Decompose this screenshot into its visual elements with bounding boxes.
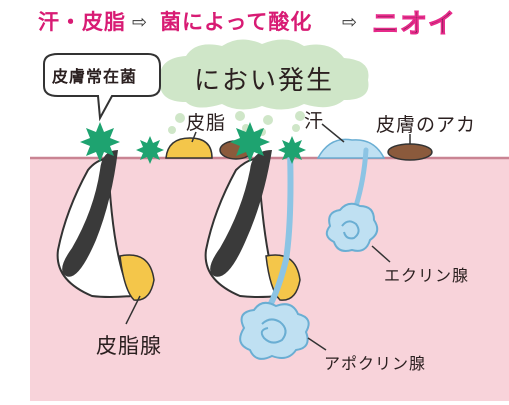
- sebaceous-leader: [125, 295, 141, 325]
- eccrine-duct: [353, 147, 369, 209]
- odor-cloud: [159, 39, 369, 110]
- label-sebaceous: 皮脂腺: [96, 334, 162, 358]
- title-part2: 菌によって酸化: [160, 10, 313, 34]
- apocrine-leader: [307, 337, 327, 351]
- title-arrow-2: ⇨: [342, 12, 358, 33]
- label-skin-dirt: 皮膚のアカ: [376, 114, 477, 136]
- apocrine-duct: [259, 147, 294, 321]
- hair-2: [210, 150, 272, 277]
- skin-dirt-right: [387, 143, 433, 161]
- eccrine-gland: [325, 202, 379, 252]
- hair-1: [62, 150, 118, 277]
- bacteria-callout: [43, 53, 161, 122]
- eccrine-coil: [341, 220, 360, 240]
- bacteria-group: [80, 122, 306, 164]
- bacterium-2: [136, 136, 164, 164]
- bacterium-3: [230, 122, 270, 162]
- bacterium-1: [80, 122, 120, 162]
- title-arrow-1: ⇨: [132, 12, 148, 33]
- label-eccrine: エクリン腺: [384, 266, 470, 285]
- sebum-leader: [191, 131, 197, 143]
- label-odor: におい発生: [194, 66, 335, 96]
- title-part1: 汗・皮脂: [38, 10, 126, 34]
- apocrine-gland: [239, 301, 310, 360]
- sebaceous-gland-1: [119, 254, 155, 301]
- label-sweat: 汗: [304, 110, 325, 132]
- sebum-drop: [165, 137, 213, 159]
- eccrine-leader: [371, 245, 391, 263]
- label-apocrine: アポクリン腺: [324, 354, 427, 373]
- sweat-drop: [316, 138, 386, 159]
- label-bacteria: 皮膚常在菌: [52, 67, 138, 86]
- bacterium-4: [278, 136, 306, 164]
- label-sebum: 皮脂: [186, 112, 227, 134]
- sweat-leader: [321, 123, 345, 143]
- apocrine-coil: [260, 318, 287, 344]
- title-part3: ニオイ: [372, 9, 456, 41]
